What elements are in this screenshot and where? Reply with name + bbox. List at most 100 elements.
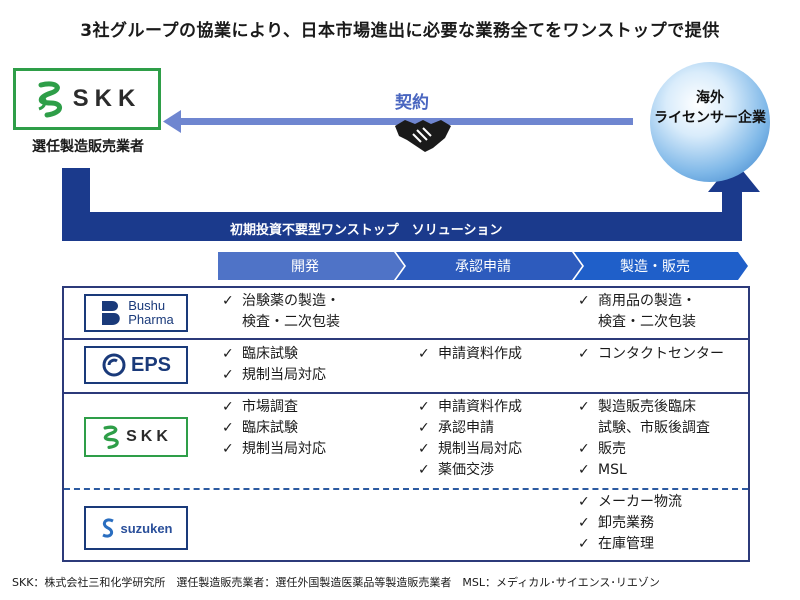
check-icon: ✓ (578, 293, 590, 309)
licensor-label: 海外 ライセンサー企業 (630, 88, 790, 128)
bushu-logo-line2: Pharma (128, 312, 174, 327)
role-item: ✓ 商用品の製造・ 検査・二次包装 (578, 291, 696, 333)
role-item: ✓申請資料作成 (418, 397, 522, 418)
role-item: ✓ 販売 (578, 439, 710, 460)
skk-logo-text: SKK (72, 85, 142, 112)
footnote: SKK：株式会社三和化学研究所 選任製造販売業者：選任外国製造医薬品等製造販売業… (12, 576, 660, 589)
role-cell: ✓治験薬の製造・ 検査・二次包装 (222, 291, 340, 333)
suzuken-logo: SUZUKEN (84, 506, 188, 550)
row-separator (64, 392, 748, 394)
suzuken-logo-text: SUZUKEN (120, 520, 173, 536)
role-table (62, 286, 750, 562)
check-icon: ✓ (578, 536, 590, 552)
eps-mark-icon (102, 353, 126, 377)
role-cell: ✓ 製造販売後臨床 試験、市販後調査 ✓ 販売 ✓ MSL (578, 397, 710, 481)
check-icon: ✓ (578, 494, 590, 510)
role-cell: ✓ 商用品の製造・ 検査・二次包装 (578, 291, 696, 333)
role-item-text: 臨床試験 (242, 420, 298, 436)
role-item: ✓ 承認申請 (418, 418, 522, 439)
licensor-label-line1: 海外 (696, 90, 724, 106)
suzuken-mark-icon (102, 518, 115, 538)
role-item: ✓ コンタクトセンター (578, 344, 724, 365)
bushu-mark-icon (102, 301, 121, 325)
solution-arrow (62, 160, 760, 241)
marketing-holder-label: 選任製造販売業者 (32, 139, 144, 155)
role-item: ✓ 薬価交渉 (418, 460, 522, 481)
phase-approval-label: 承認申請 (455, 259, 511, 275)
solution-label: 初期投資不要型ワンストップ ソリューション (230, 223, 503, 238)
check-icon: ✓ (578, 462, 590, 478)
role-item: ✓ 製造販売後臨床 試験、市販後調査 (578, 397, 710, 439)
role-item-text: 薬価交渉 (438, 462, 494, 478)
role-item-text: MSL (598, 462, 627, 478)
role-item: ✓ 臨床試験 (222, 344, 326, 365)
role-item: ✓ 卸売業務 (578, 513, 682, 534)
role-item-text: 規制当局対応 (242, 367, 326, 383)
phase-sales: 製造・販売 (574, 252, 748, 280)
skk-logo-row: SKK (84, 417, 188, 457)
role-item: ✓ MSL (578, 460, 710, 481)
role-item-text: 市場調査 (242, 399, 298, 415)
role-item-text: 申請資料作成 (438, 399, 522, 415)
skk-leaf-icon (103, 425, 119, 449)
skk-logo-top: SKK (13, 68, 161, 130)
role-item-text: 販売 (598, 441, 626, 457)
skk-row-logo-text: SKK (126, 428, 172, 445)
row-separator (64, 338, 748, 340)
check-icon: ✓ (418, 420, 430, 436)
bushu-logo-text: Bushu Pharma (128, 299, 174, 327)
check-icon: ✓ (222, 399, 234, 415)
role-item: ✓ 規制当局対応 (418, 439, 522, 460)
check-icon: ✓ (222, 367, 234, 383)
role-item-text: 卸売業務 (598, 515, 654, 531)
role-cell: ✓ メーカー物流 ✓ 卸売業務 ✓ 在庫管理 (578, 492, 682, 555)
role-item-text: メーカー物流 (598, 494, 682, 510)
role-item: ✓ メーカー物流 (578, 492, 682, 513)
bushu-pharma-logo: Bushu Pharma (84, 294, 188, 332)
phase-chevron-sales (574, 252, 748, 280)
role-item: ✓ 臨床試験 (222, 418, 326, 439)
phase-sales-label: 製造・販売 (620, 259, 690, 275)
role-item-text: コンタクトセンター (598, 346, 724, 362)
row-separator-dashed (64, 488, 748, 490)
licensor-label-line2: ライセンサー企業 (654, 110, 766, 126)
globe-icon (650, 62, 770, 182)
check-icon: ✓ (578, 399, 590, 415)
check-icon: ✓ (578, 346, 590, 362)
role-item-text: 臨床試験 (242, 346, 298, 362)
role-item-text: 製造販売後臨床 試験、市販後調査 (598, 399, 710, 436)
role-item-text: 規制当局対応 (242, 441, 326, 457)
role-item-text: 在庫管理 (598, 536, 654, 552)
role-cell: ✓ コンタクトセンター (578, 344, 724, 365)
role-item: ✓ 規制当局対応 (222, 365, 326, 386)
handshake-icon (395, 120, 451, 152)
check-icon: ✓ (578, 515, 590, 531)
check-icon: ✓ (578, 441, 590, 457)
role-item-text: 治験薬の製造・ 検査・二次包装 (242, 293, 340, 330)
check-icon: ✓ (222, 346, 234, 362)
role-cell: ✓ 申請資料作成 (418, 344, 522, 365)
skk-leaf-icon (38, 81, 62, 118)
check-icon: ✓ (418, 441, 430, 457)
role-item: ✓規制当局対応 (222, 439, 326, 460)
role-item-text: 承認申請 (438, 420, 494, 436)
bushu-logo-line1: Bushu (128, 298, 166, 313)
role-cell: ✓ 臨床試験 ✓ 規制当局対応 (222, 344, 326, 386)
role-item-text: 商用品の製造・ 検査・二次包装 (598, 293, 696, 330)
phase-chevron-approval (396, 252, 582, 280)
role-cell: ✓ 市場調査 ✓ 臨床試験 ✓規制当局対応 (222, 397, 326, 460)
phase-development-label: 開発 (291, 259, 319, 275)
page-title: 3社グループの協業により、日本市場進出に必要な業務全てをワンストップで提供 (80, 21, 720, 41)
role-cell: ✓申請資料作成 ✓ 承認申請 ✓ 規制当局対応 ✓ 薬価交渉 (418, 397, 522, 481)
check-icon: ✓ (418, 346, 430, 362)
phase-approval: 承認申請 (396, 252, 582, 280)
role-item-text: 申請資料作成 (438, 346, 522, 362)
eps-logo-text: EPS (130, 353, 172, 376)
check-icon: ✓ (418, 462, 430, 478)
contract-label: 契約 (395, 93, 429, 113)
eps-logo: EPS (84, 346, 188, 384)
role-item-text: 規制当局対応 (438, 441, 522, 457)
role-item: ✓ 申請資料作成 (418, 344, 522, 365)
phase-chevron-development (218, 252, 404, 280)
check-icon: ✓ (222, 420, 234, 436)
